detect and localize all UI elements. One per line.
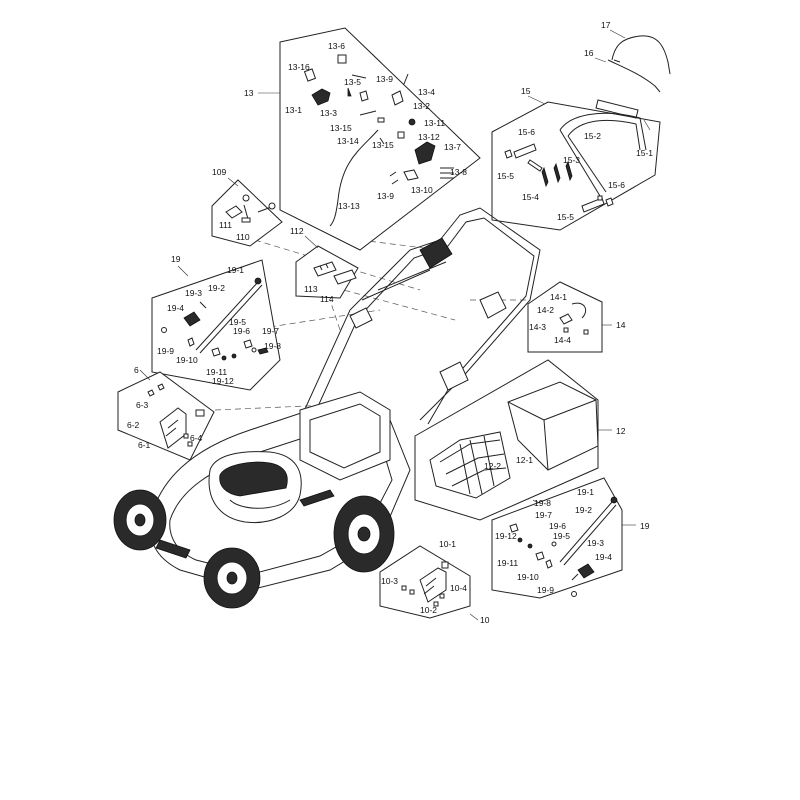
group-10-box (379, 545, 479, 621)
label-109: 109 (212, 167, 226, 177)
label-19-9-right: 19-9 (537, 585, 554, 595)
label-13-14: 13-14 (337, 136, 359, 146)
label-19-12-left: 19-12 (212, 376, 234, 386)
group-14-box (527, 281, 612, 353)
group-19-left-box (151, 259, 281, 391)
label-15: 15 (521, 86, 531, 96)
label-19-5-left: 19-5 (229, 317, 246, 327)
label-19-12-right: 19-12 (495, 531, 517, 541)
label-6-1: 6-1 (138, 440, 151, 450)
label-15-4: 15-4 (522, 192, 539, 202)
label-15-6: 15-6 (518, 127, 535, 137)
label-19-3-left: 19-3 (185, 288, 202, 298)
front-right-wheel (203, 547, 261, 609)
label-15-1: 15-1 (636, 148, 653, 158)
label-13-4: 13-4 (418, 87, 435, 97)
label-13-9: 13-9 (376, 74, 393, 84)
label-16: 16 (584, 48, 594, 58)
rear-right-wheel (333, 495, 395, 573)
label-6: 6 (134, 365, 139, 375)
label-19-7-right: 19-7 (535, 510, 552, 520)
label-12-1: 12-1 (516, 455, 533, 465)
label-14-1: 14-1 (550, 292, 567, 302)
label-19-1-right: 19-1 (577, 487, 594, 497)
label-13-2: 13-2 (413, 101, 430, 111)
label-13-12: 13-12 (418, 132, 440, 142)
label-19-7-left: 19-7 (262, 326, 279, 336)
label-19-6-left: 19-6 (233, 326, 250, 336)
label-19-11-right: 19-11 (497, 558, 518, 568)
label-13-13: 13-13 (338, 201, 360, 211)
label-14-3: 14-3 (529, 322, 546, 332)
group-109-box (211, 177, 283, 247)
label-6-4: 6-4 (190, 433, 203, 443)
label-13: 13 (244, 88, 254, 98)
label-14: 14 (616, 320, 626, 330)
label-19-left: 19 (171, 254, 181, 264)
label-12: 12 (616, 426, 626, 436)
label-19-2-left: 19-2 (208, 283, 225, 293)
label-12-2: 12-2 (484, 461, 501, 471)
label-13-9b: 13-9 (377, 191, 394, 201)
label-13-16: 13-16 (288, 62, 310, 72)
label-19-11-left: 19-11 (206, 367, 227, 377)
label-10-4: 10-4 (450, 583, 467, 593)
label-19-4-right: 19-4 (595, 552, 612, 562)
part-labels: 13 13-6 13-16 13-9 13-5 13-4 13-1 13-2 1… (127, 20, 653, 625)
label-13-6: 13-6 (328, 41, 345, 51)
label-19-6-right: 19-6 (549, 521, 566, 531)
label-19-right: 19 (640, 521, 650, 531)
label-15-6b: 15-6 (608, 180, 625, 190)
label-13-3: 13-3 (320, 108, 337, 118)
label-14-2: 14-2 (537, 305, 554, 315)
group-6-box (117, 369, 215, 461)
front-left-wheel (113, 489, 167, 551)
label-6-3: 6-3 (136, 400, 149, 410)
label-19-4-left: 19-4 (167, 303, 184, 313)
label-10-3: 10-3 (381, 576, 398, 586)
mower-assembly (113, 207, 541, 609)
label-10-1: 10-1 (439, 539, 456, 549)
label-13-15b: 13-15 (372, 140, 394, 150)
label-19-1-left: 19-1 (227, 265, 244, 275)
label-113: 113 (304, 284, 318, 294)
label-17: 17 (601, 20, 611, 30)
label-10: 10 (480, 615, 490, 625)
label-13-11: 13-11 (424, 118, 445, 128)
upper-cable-parts (594, 29, 671, 93)
label-15-5: 15-5 (497, 171, 514, 181)
group-112-box (295, 235, 359, 299)
label-13-10: 13-10 (411, 185, 433, 195)
label-19-8-left: 19-8 (264, 341, 281, 351)
label-19-5-right: 19-5 (553, 531, 570, 541)
group-19-right-box (491, 477, 636, 599)
label-114: 114 (320, 294, 334, 304)
label-19-2-right: 19-2 (575, 505, 592, 515)
label-10-2: 10-2 (420, 605, 437, 615)
label-19-3-right: 19-3 (587, 538, 604, 548)
label-19-9-left: 19-9 (157, 346, 174, 356)
label-6-2: 6-2 (127, 420, 140, 430)
label-13-1: 13-1 (285, 105, 302, 115)
label-19-10-left: 19-10 (176, 355, 198, 365)
label-13-15: 13-15 (330, 123, 352, 133)
label-13-5: 13-5 (344, 77, 361, 87)
label-19-8-right: 19-8 (534, 498, 551, 508)
label-112: 112 (290, 226, 304, 236)
label-111: 111 (219, 220, 232, 230)
label-15-2: 15-2 (584, 131, 601, 141)
label-13-8: 13-8 (450, 167, 467, 177)
label-15-5b: 15-5 (557, 212, 574, 222)
group-12-box (414, 359, 612, 521)
label-19-10-right: 19-10 (517, 572, 539, 582)
label-15-3: 15-3 (563, 155, 580, 165)
label-110: 110 (236, 232, 250, 242)
group-15-box (491, 95, 661, 231)
label-14-4: 14-4 (554, 335, 571, 345)
label-13-7: 13-7 (444, 142, 461, 152)
group-13-box (258, 27, 481, 251)
